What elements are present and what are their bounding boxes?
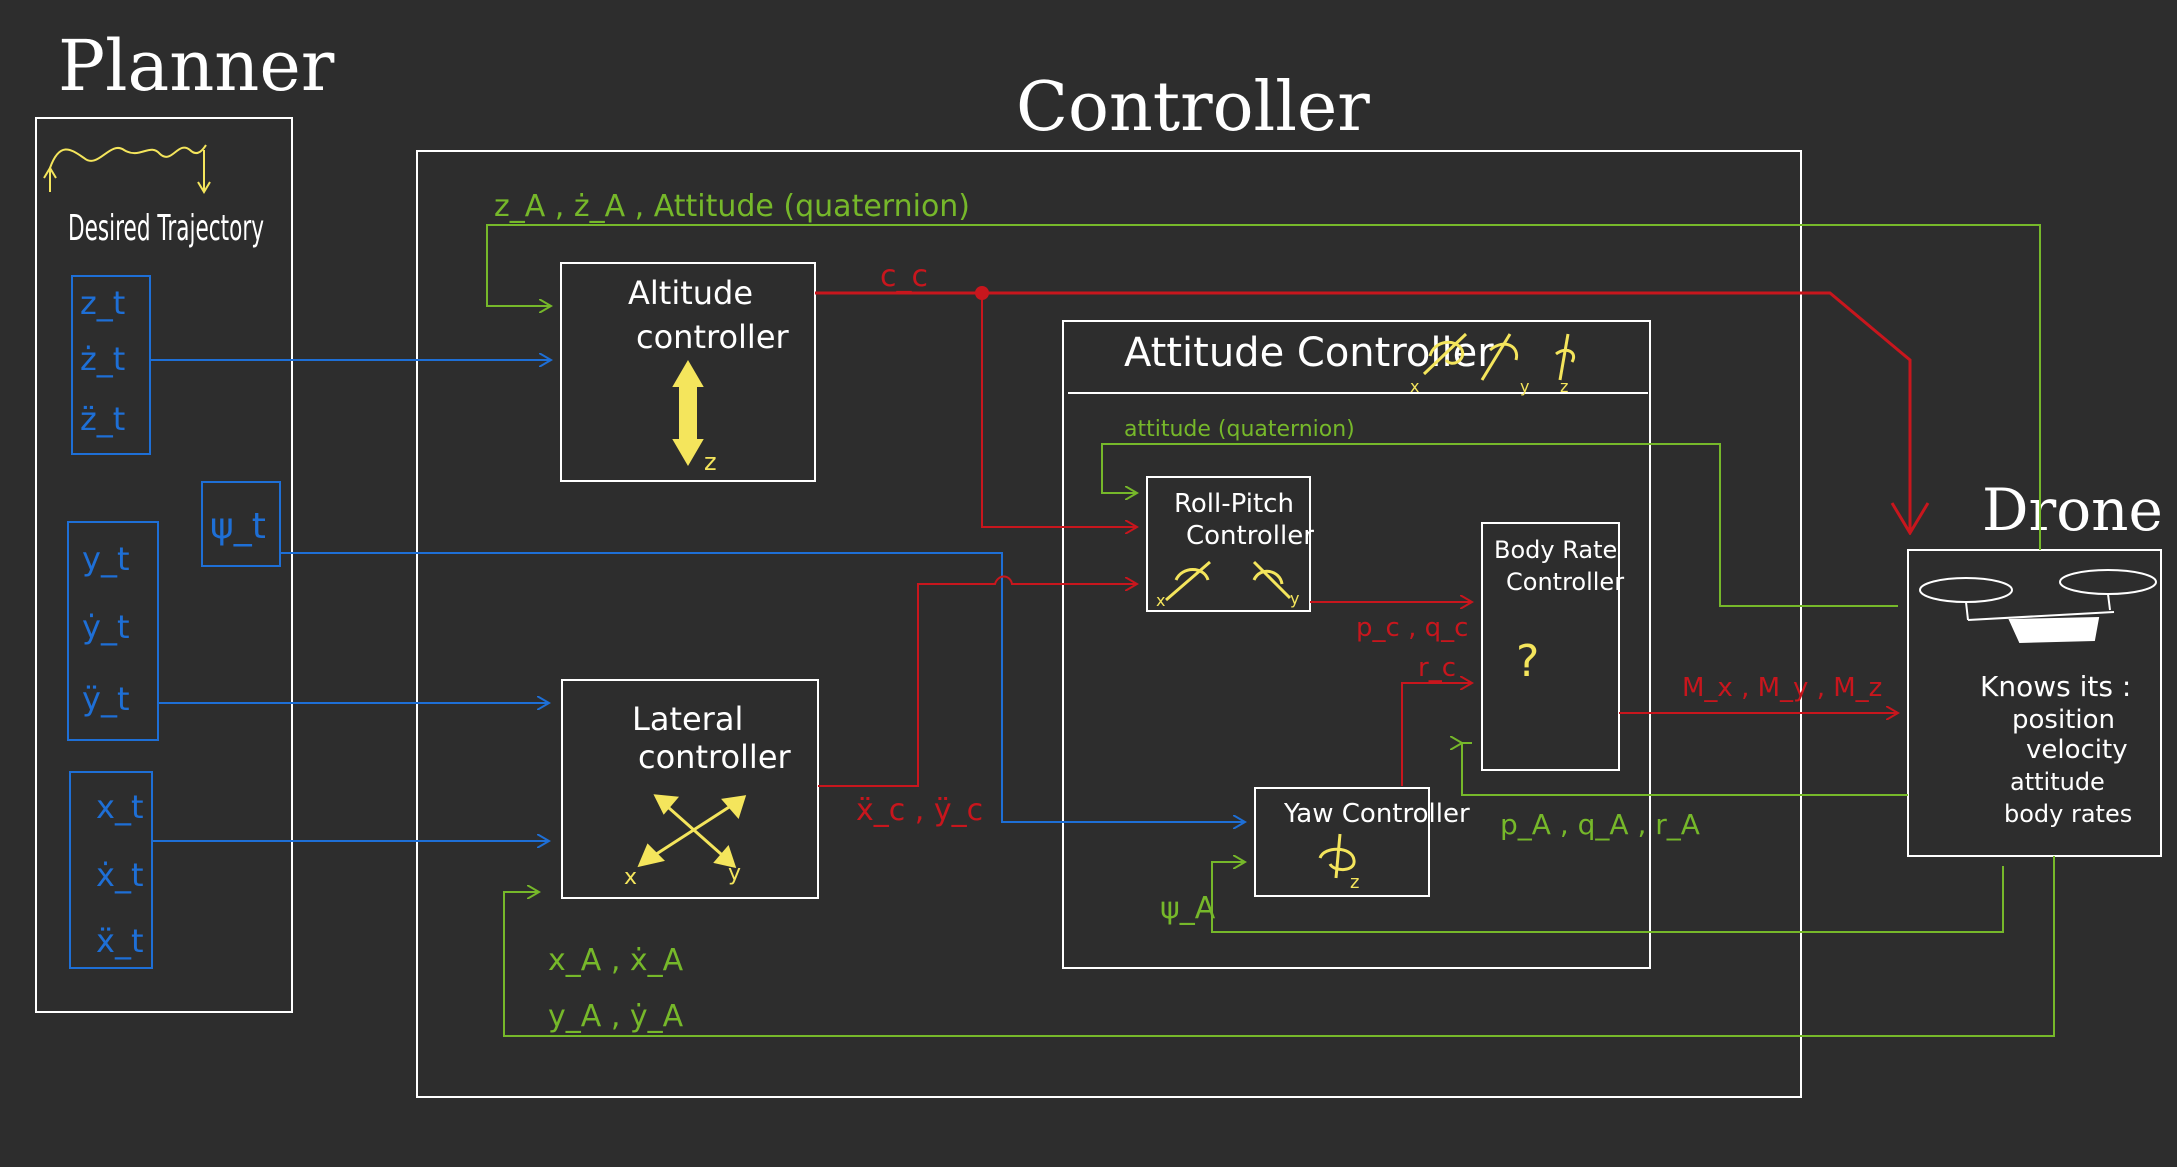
collective-thrust-to-drone-line xyxy=(982,291,1910,533)
lateral-controller-line1: Lateral xyxy=(632,700,743,738)
yaw-axis-icon xyxy=(1318,833,1356,879)
feedback-x-label: x_A , ẋ_A xyxy=(548,943,684,978)
controller-title: Controller xyxy=(1016,68,1370,147)
drone-knows-velocity: velocity xyxy=(2026,735,2128,765)
feedback-top-label: z_A , ż_A , Attitude (quaternion) xyxy=(494,189,970,224)
yaw-controller-box xyxy=(1254,787,1430,897)
trajectory-start-arrow-icon xyxy=(43,166,57,192)
lateral-controller-line2: controller xyxy=(638,738,792,776)
lateral-axis-y-label: y xyxy=(728,861,741,886)
lateral-output-label: ẍ_c , ÿ_c xyxy=(856,793,983,828)
body-rate-feedback-line xyxy=(1461,742,1908,796)
altitude-controller-line2: controller xyxy=(636,318,790,356)
drone-knows-position: position xyxy=(2012,705,2115,735)
roll-pitch-line1: Roll-Pitch xyxy=(1174,489,1294,519)
lateral-feedback-line xyxy=(503,856,2055,1037)
quadcopter-icon xyxy=(1919,569,2157,644)
x-dot-t-label: ẋ_t xyxy=(96,856,143,894)
z-trajectory-box xyxy=(71,275,151,455)
attitude-controller-box xyxy=(1062,320,1651,969)
altitude-controller-box xyxy=(560,262,816,482)
body-rate-controller-box xyxy=(1481,522,1620,771)
feedback-y-label: y_A , ẏ_A xyxy=(548,999,684,1034)
z-dot-t-label: ż_t xyxy=(80,340,125,378)
body-rate-line2: Controller xyxy=(1506,568,1624,596)
y-trajectory-box xyxy=(67,521,159,741)
pq-command-label: p_c , q_c xyxy=(1356,613,1468,643)
r-command-label: r_c xyxy=(1418,653,1456,683)
x-ddot-t-label: ẍ_t xyxy=(96,922,143,960)
lateral-axis-x-label: x xyxy=(624,865,637,890)
y-ddot-t-label: ÿ_t xyxy=(82,680,129,718)
x-trajectory-box xyxy=(69,771,153,969)
roll-pitch-axis-x: x xyxy=(1156,591,1165,610)
yaw-feedback-line xyxy=(1211,862,2004,933)
controller-box xyxy=(416,150,1802,1098)
psi-trajectory-box xyxy=(201,481,281,567)
drone-knows-body-rates: body rates xyxy=(2004,800,2132,828)
roll-pitch-axis-y: y xyxy=(1290,589,1299,608)
body-rate-line1: Body Rate xyxy=(1494,536,1617,564)
psi-t-label: ψ_t xyxy=(210,506,266,547)
drone-title: Drone xyxy=(1982,476,2163,544)
drone-knows-attitude: attitude xyxy=(2010,768,2105,796)
collective-thrust-to-roll-pitch-line xyxy=(981,293,1137,527)
z-t-label: z_t xyxy=(80,284,125,322)
rotation-axis-z-label: z xyxy=(1560,377,1568,396)
z-ddot-t-label: z̈_t xyxy=(80,400,125,438)
rotation-axis-x-label: x xyxy=(1410,377,1419,396)
y-t-label: y_t xyxy=(82,540,129,578)
lateral-acceleration-command-line xyxy=(818,575,1137,787)
drone-knows-line1: Knows its : xyxy=(1980,670,2131,703)
psi-feedback-label: ψ_A xyxy=(1160,891,1216,926)
y-dot-t-label: ẏ_t xyxy=(82,608,129,646)
rotation-axis-y-label: y xyxy=(1520,377,1529,396)
altitude-feedback-line xyxy=(486,224,2041,550)
y-diagonal-arrow-icon xyxy=(653,794,737,869)
psi-reference-line xyxy=(280,552,1245,822)
desired-trajectory-label: Desired Trajectory xyxy=(68,208,264,249)
roll-pitch-controller-box xyxy=(1146,476,1311,612)
planner-title: Planner xyxy=(58,25,335,107)
yaw-axis-label: z xyxy=(1350,872,1359,893)
body-rate-unknown-symbol: ? xyxy=(1516,636,1539,687)
drone-box xyxy=(1907,549,2162,857)
altitude-controller-line1: Altitude xyxy=(628,274,753,312)
trajectory-sketch-icon xyxy=(49,144,207,169)
lateral-controller-box xyxy=(561,679,819,899)
roll-pitch-line2: Controller xyxy=(1186,521,1314,551)
r-command-line xyxy=(1401,683,1472,786)
attitude-feedback-line xyxy=(1101,443,1898,607)
yaw-controller-label: Yaw Controller xyxy=(1283,799,1470,829)
planner-box xyxy=(35,117,293,1013)
roll-pitch-axes-icon xyxy=(1165,560,1292,602)
x-t-label: x_t xyxy=(96,788,143,826)
attitude-controller-title: Attitude Controller xyxy=(1124,330,1494,376)
x-diagonal-arrow-icon xyxy=(637,795,747,868)
altitude-axis-label: z xyxy=(704,448,717,476)
moments-label: M_x , M_y , M_z xyxy=(1682,673,1882,703)
collective-thrust-label: c_c xyxy=(880,259,928,294)
trajectory-end-arrow-icon xyxy=(197,150,211,194)
attitude-feedback-label: attitude (quaternion) xyxy=(1124,417,1355,442)
rotation-axes-icon xyxy=(1422,332,1575,381)
pqr-feedback-label: p_A , q_A , r_A xyxy=(1500,808,1700,841)
z-axis-double-arrow-icon xyxy=(672,360,704,466)
